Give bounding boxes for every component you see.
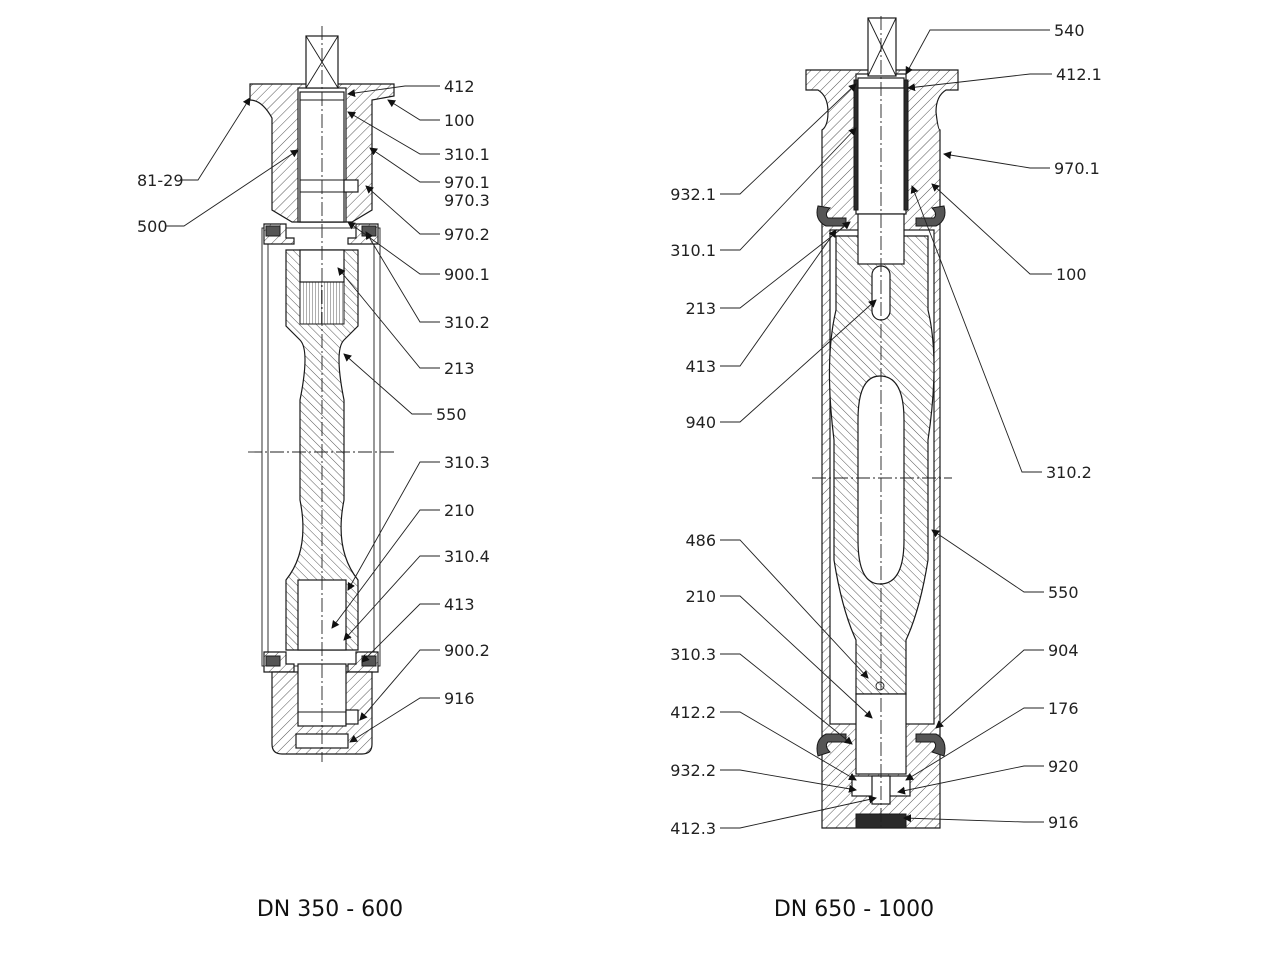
caption-right: DN 650 - 1000 (774, 897, 934, 922)
label-310-1-right: 310.1 (670, 241, 716, 260)
label-916-right: 916 (1048, 813, 1079, 832)
caption-left: DN 350 - 600 (257, 897, 403, 922)
label-900-2: 900.2 (444, 641, 490, 660)
label-413-right: 413 (685, 357, 716, 376)
label-413: 413 (444, 595, 475, 614)
label-970-3: 970.3 (444, 191, 490, 210)
label-900-1: 900.1 (444, 265, 490, 284)
label-310-2-right: 310.2 (1046, 463, 1092, 482)
label-940: 940 (685, 413, 716, 432)
label-100-right: 100 (1056, 265, 1087, 284)
label-213: 213 (444, 359, 475, 378)
label-412-2: 412.2 (670, 703, 716, 722)
label-213-right: 213 (685, 299, 716, 318)
label-310-2: 310.2 (444, 313, 490, 332)
label-486: 486 (685, 531, 716, 550)
label-920: 920 (1048, 757, 1079, 776)
label-412: 412 (444, 77, 475, 96)
label-904: 904 (1048, 641, 1079, 660)
label-550-right: 550 (1048, 583, 1079, 602)
valve-dn350-600-section: 412 100 310.1 970.1 970.3 970.2 900.1 31… (137, 26, 490, 922)
label-500: 500 (137, 217, 168, 236)
label-412-1: 412.1 (1056, 65, 1102, 84)
label-310-3-right: 310.3 (670, 645, 716, 664)
valve-dn650-1000-section: 540 412.1 970.1 100 310.2 550 904 176 92… (670, 16, 1102, 922)
upper-stem (299, 91, 345, 223)
label-100: 100 (444, 111, 475, 130)
label-550: 550 (436, 405, 467, 424)
label-176: 176 (1048, 699, 1079, 718)
label-310-4: 310.4 (444, 547, 490, 566)
label-81-29: 81-29 (137, 171, 184, 190)
label-970-1-right: 970.1 (1054, 159, 1100, 178)
label-932-1: 932.1 (670, 185, 716, 204)
label-540: 540 (1054, 21, 1085, 40)
label-970-2: 970.2 (444, 225, 490, 244)
label-310-3: 310.3 (444, 453, 490, 472)
leader-lines-right (720, 29, 1052, 829)
leader-lines-left (165, 85, 440, 743)
label-970-1: 970.1 (444, 173, 490, 192)
label-210-right: 210 (685, 587, 716, 606)
label-932-2: 932.2 (670, 761, 716, 780)
label-210: 210 (444, 501, 475, 520)
label-916: 916 (444, 689, 475, 708)
label-412-3: 412.3 (670, 819, 716, 838)
label-310-1: 310.1 (444, 145, 490, 164)
